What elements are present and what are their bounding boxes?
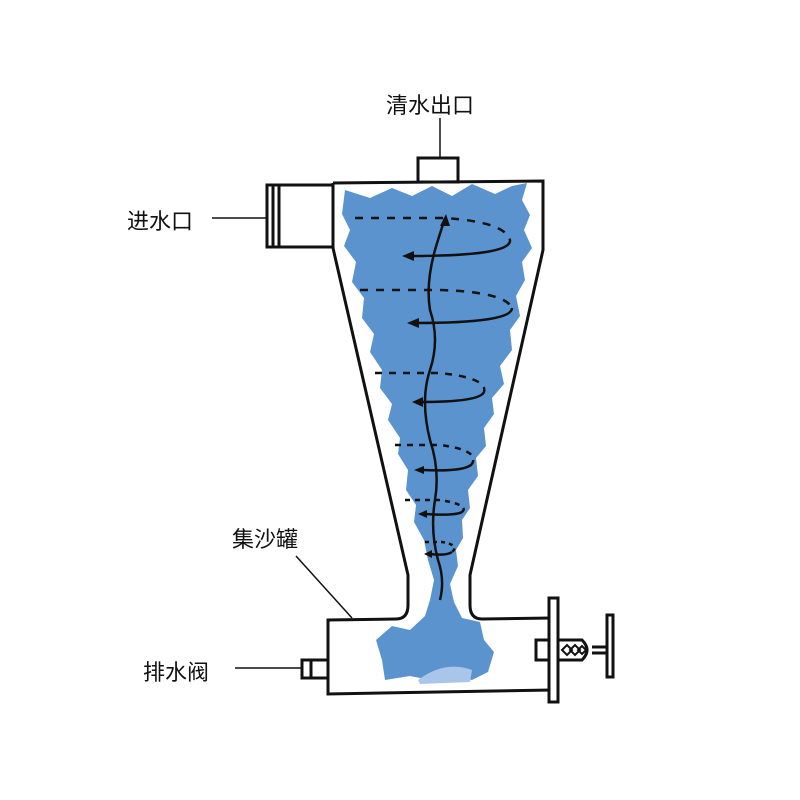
leader-lines [212, 118, 441, 669]
valve-gears [560, 643, 588, 657]
label-clean-water-outlet: 清水出口 [386, 94, 475, 119]
swirl-flow [355, 216, 514, 601]
label-sand-collector: 集沙罐 [232, 528, 299, 553]
label-drain-valve: 排水阀 [143, 661, 210, 686]
vessel-outline [265, 156, 615, 704]
water-fill [342, 183, 532, 680]
sediment [418, 666, 472, 684]
arrowheads [402, 214, 450, 558]
label-water-inlet: 进水口 [127, 210, 194, 235]
